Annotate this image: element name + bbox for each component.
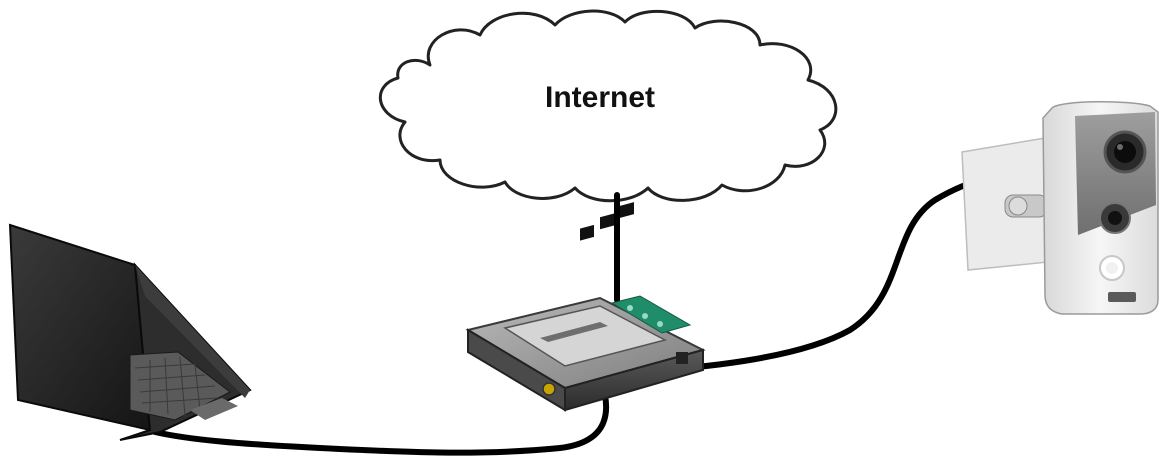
cloud-label: Internet: [545, 81, 655, 114]
camera-icon: [961, 100, 1159, 315]
cable-router-laptop: [152, 375, 610, 456]
cloud-icon: [379, 9, 838, 203]
laptop: [8, 223, 252, 441]
router-icon: [465, 202, 706, 412]
laptop-icon: [8, 223, 252, 441]
router: [465, 202, 706, 412]
ip-camera: [961, 100, 1159, 315]
internet-cloud: Internet: [379, 9, 838, 203]
